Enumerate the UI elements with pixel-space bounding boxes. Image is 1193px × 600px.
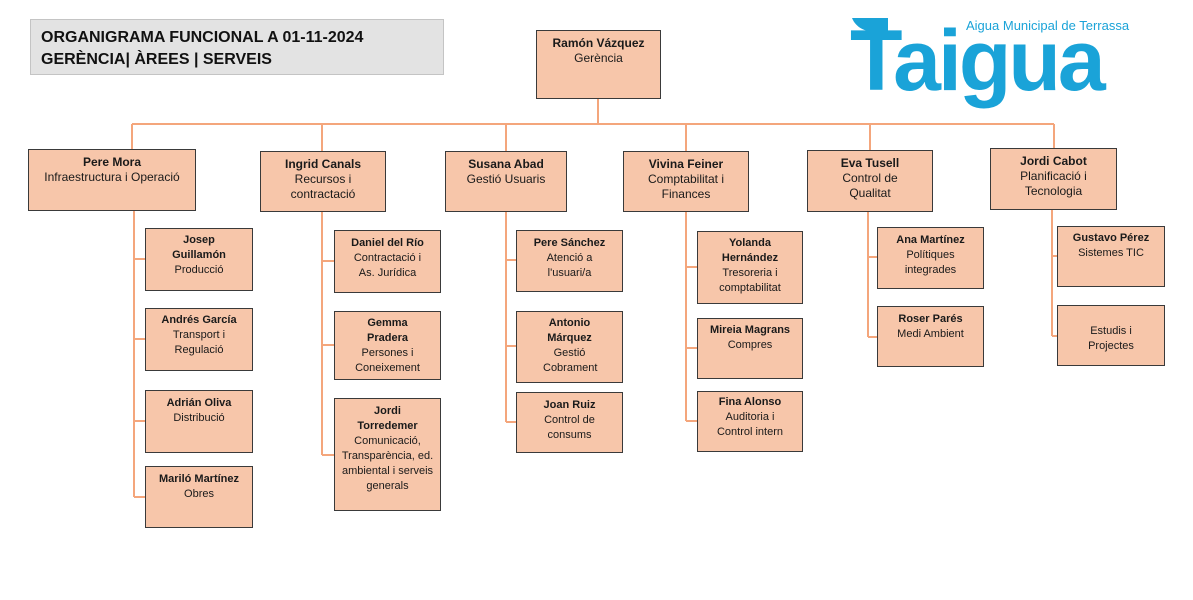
node-role: Gestió Cobrament	[543, 347, 598, 374]
node-role: Transport i Regulació	[172, 329, 226, 356]
node-name: Mariló Martínez	[158, 473, 240, 485]
node-name: Yolanda Hernández	[721, 237, 779, 264]
node-service-consums: Joan Ruiz Control de consums	[516, 392, 623, 453]
node-service-compres: Mireia Magrans Compres	[697, 318, 803, 379]
node-service-contractacio: Daniel del Río Contractació i As. Jurídi…	[334, 230, 441, 293]
node-role: Atenció a l'usuari/a	[546, 252, 593, 279]
node-name: Jordi Torredemer	[357, 405, 418, 432]
node-role: Recursos i contractació	[290, 172, 356, 201]
node-role: Tresoreria i comptabilitat	[719, 267, 781, 294]
node-role: Contractació i As. Jurídica	[353, 252, 422, 279]
node-name: Ramón Vázquez	[552, 36, 645, 50]
node-name: Roser Parés	[898, 313, 963, 325]
node-service-sistemes-tic: Gustavo Pérez Sistemes TIC	[1057, 226, 1165, 287]
node-name: Pere Sánchez	[533, 237, 606, 249]
logo-wordmark: Taigua	[850, 13, 1107, 109]
node-service-comunicacio: Jordi Torredemer Comunicació, Transparèn…	[334, 398, 441, 511]
node-service-auditoria: Fina Alonso Auditoria i Control intern	[697, 391, 803, 452]
node-area-recursos: Ingrid Canals Recursos i contractació	[260, 151, 386, 212]
node-role: Producció	[174, 264, 224, 276]
node-service-distribucio: Adrián Oliva Distribució	[145, 390, 253, 453]
node-name: Ana Martínez	[896, 234, 965, 246]
node-role: Gestió Usuaris	[466, 172, 546, 186]
node-role: Comptabilitat i Finances	[647, 172, 725, 201]
node-area-infraestructura: Pere Mora Infraestructura i Operació	[28, 149, 196, 211]
node-service-transport: Andrés García Transport i Regulació	[145, 308, 253, 371]
node-name: Fina Alonso	[718, 396, 782, 408]
chart-title: ORGANIGRAMA FUNCIONAL A 01-11-2024	[41, 29, 364, 46]
node-role: Compres	[727, 339, 773, 351]
node-service-tresoreria: Yolanda Hernández Tresoreria i comptabil…	[697, 231, 803, 304]
node-name: Pere Mora	[82, 155, 142, 169]
node-role: Distribució	[173, 412, 225, 424]
node-area-gestio-usuaris: Susana Abad Gestió Usuaris	[445, 151, 567, 212]
node-name: Susana Abad	[468, 157, 544, 171]
node-name: Andrés García	[161, 314, 237, 326]
taigua-logo: Aigua Municipal de Terrassa Taigua	[848, 10, 1138, 122]
node-area-comptabilitat: Vivina Feiner Comptabilitat i Finances	[623, 151, 749, 212]
node-area-planificacio: Jordi Cabot Planificació i Tecnologia	[990, 148, 1117, 210]
node-service-estudis: Estudis i Projectes	[1057, 305, 1165, 366]
node-name: Mireia Magrans	[709, 324, 791, 336]
node-name: Antonio Márquez	[547, 317, 592, 344]
node-role: Auditoria i Control intern	[716, 411, 784, 438]
node-name: Vivina Feiner	[648, 157, 724, 171]
node-name: Ingrid Canals	[284, 157, 361, 171]
node-service-produccio: Josep Guillamón Producció	[145, 228, 253, 291]
node-role: Planificació i Tecnologia	[1020, 169, 1087, 198]
chart-title-box: ORGANIGRAMA FUNCIONAL A 01-11-2024 GERÈN…	[30, 19, 444, 75]
node-service-politiques: Ana Martínez Polítiques integrades	[877, 227, 984, 289]
node-name: Eva Tusell	[840, 156, 900, 170]
node-name: Gemma Pradera	[367, 317, 408, 344]
node-gerencia: Ramón Vázquez Gerència	[536, 30, 661, 99]
chart-subtitle: GERÈNCIA| ÀREES | SERVEIS	[41, 51, 272, 68]
node-role: Obres	[184, 488, 214, 500]
node-service-persones: Gemma Pradera Persones i Coneixement	[334, 311, 441, 380]
node-service-obres: Mariló Martínez Obres	[145, 466, 253, 528]
node-name: Joan Ruiz	[543, 399, 596, 411]
node-role: Sistemes TIC	[1078, 247, 1144, 259]
node-service-cobrament: Antonio Márquez Gestió Cobrament	[516, 311, 623, 383]
node-role: Medi Ambient	[897, 328, 964, 340]
node-service-atencio: Pere Sánchez Atenció a l'usuari/a	[516, 230, 623, 292]
node-name: Josep Guillamón	[172, 234, 226, 261]
node-name: Adrián Oliva	[166, 397, 232, 409]
node-name: Daniel del Río	[351, 237, 424, 249]
node-service-medi-ambient: Roser Parés Medi Ambient	[877, 306, 984, 367]
node-name: Jordi Cabot	[1020, 154, 1087, 168]
node-area-qualitat: Eva Tusell Control de Qualitat	[807, 150, 933, 212]
node-role: Control de Qualitat	[842, 171, 898, 200]
node-role: Persones i Coneixement	[355, 347, 420, 374]
node-role: Polítiques integrades	[904, 249, 957, 276]
node-role: Control de consums	[544, 414, 595, 441]
node-role: Infraestructura i Operació	[44, 170, 180, 184]
node-name: Gustavo Pérez	[1072, 232, 1150, 244]
node-role: Estudis i Projectes	[1088, 325, 1134, 352]
logo-tagline: Aigua Municipal de Terrassa	[966, 18, 1130, 33]
node-role: Comunicació, Transparència, ed. ambienta…	[341, 435, 434, 492]
node-role: Gerència	[574, 51, 623, 65]
